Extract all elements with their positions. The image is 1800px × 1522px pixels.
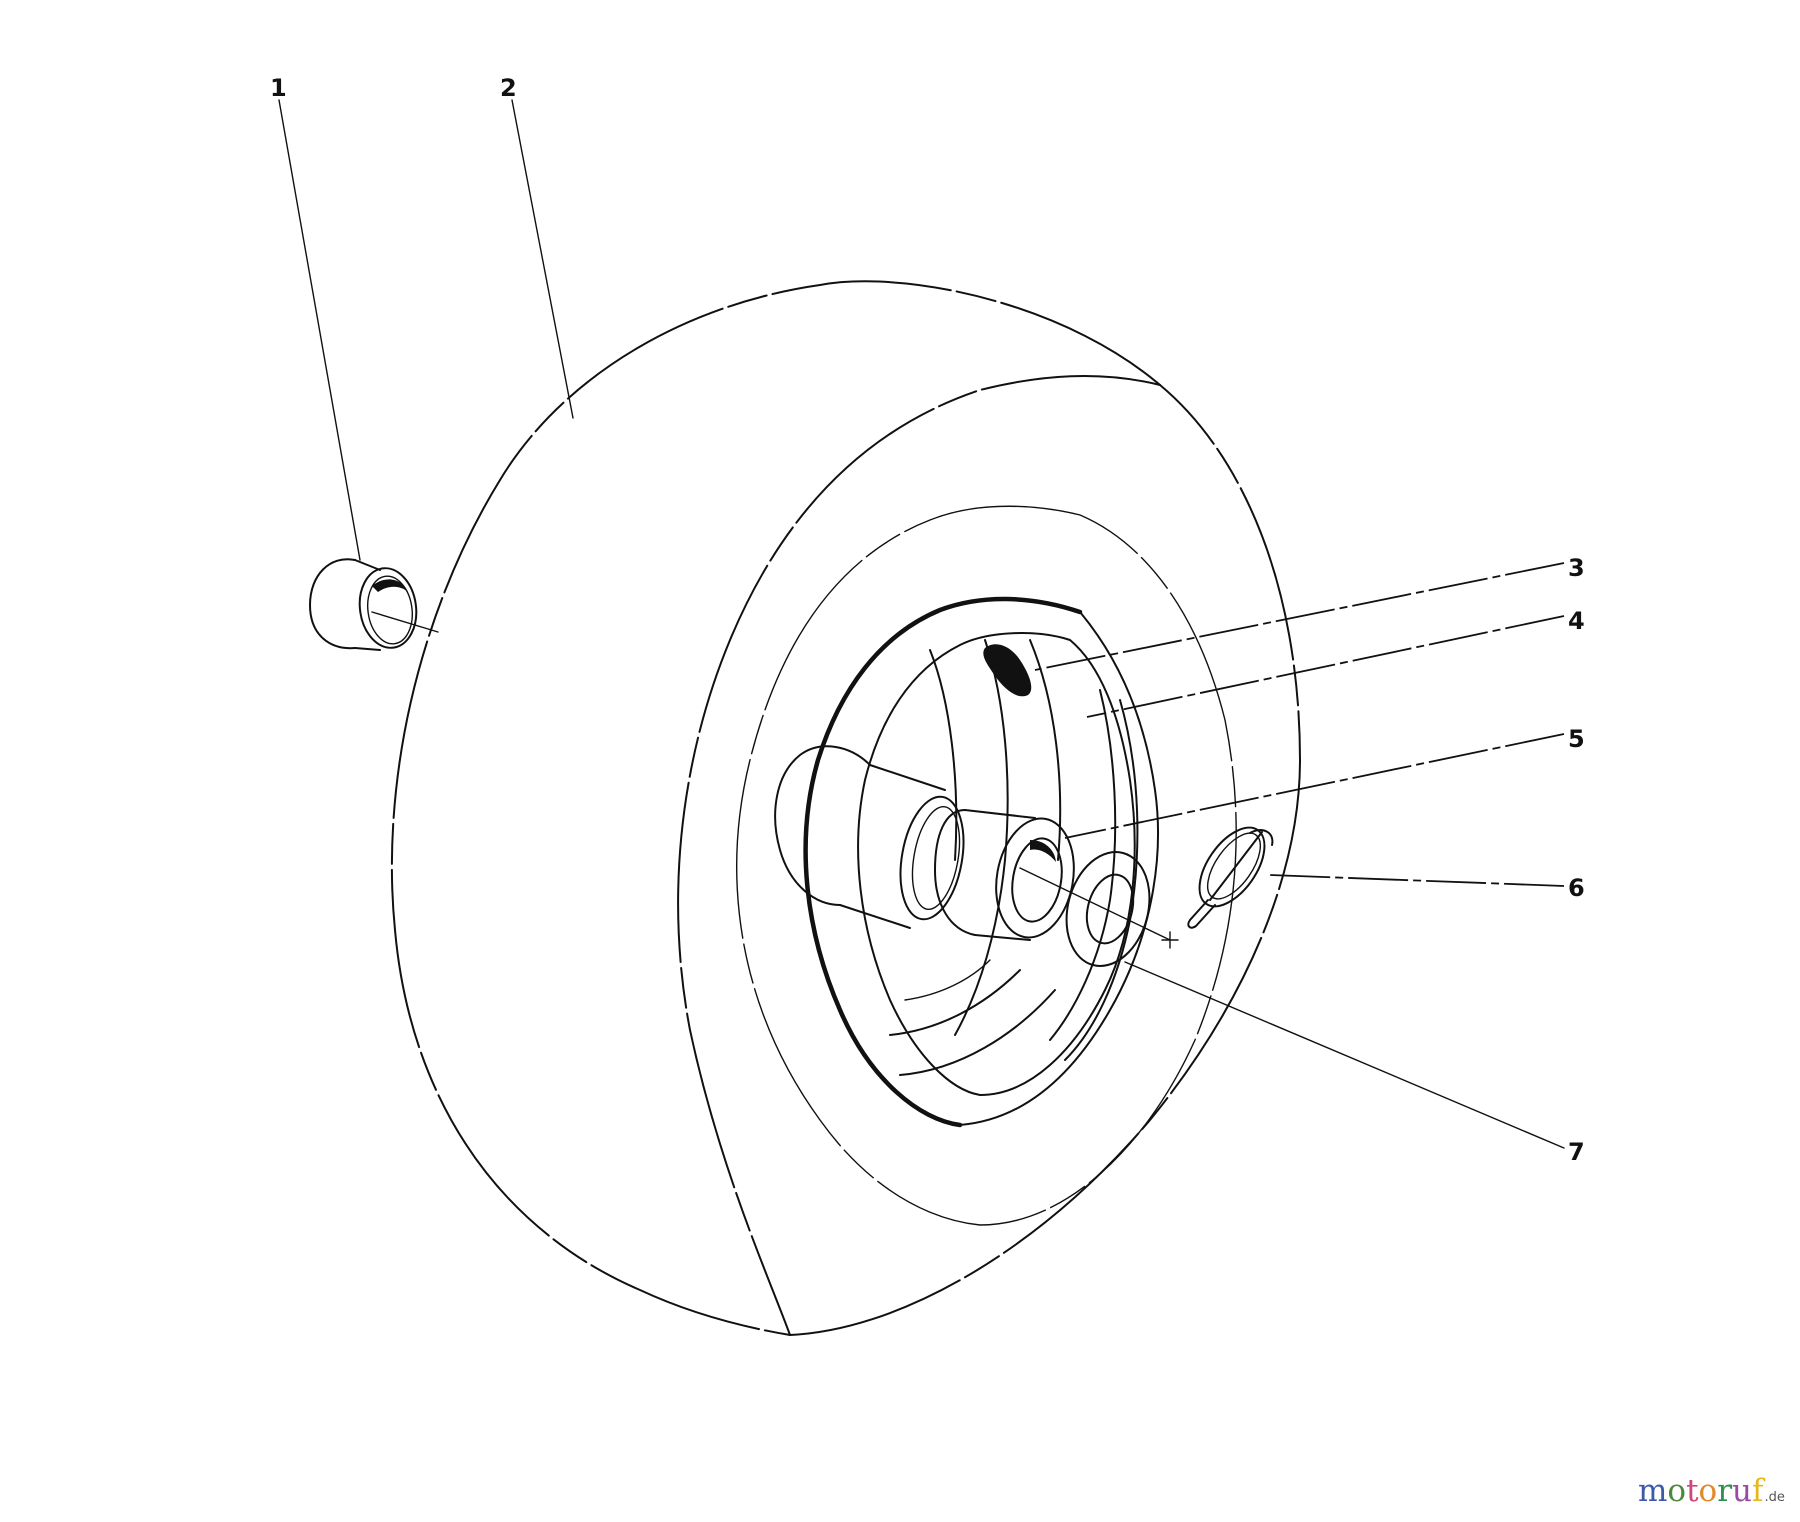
hub-tube: [774, 745, 965, 929]
leader-lines: [278, 99, 1565, 1149]
bushing: [308, 558, 439, 651]
wheel-rim: [803, 596, 1159, 1128]
callout-4: 4: [1568, 607, 1585, 635]
callout-7: 7: [1568, 1138, 1585, 1166]
callout-6: 6: [1568, 874, 1585, 902]
logo-letter-o: o: [1667, 1473, 1687, 1509]
leader-3: [1034, 562, 1565, 671]
logo-letter-m: m: [1638, 1473, 1668, 1509]
leader-4: [1086, 615, 1565, 718]
spacer-bushing: [933, 809, 1075, 941]
tire-outline: [390, 280, 1302, 1336]
axis-center-mark: [1161, 931, 1179, 949]
logo-letter-f: f: [1752, 1473, 1764, 1509]
logo-tld: .de: [1764, 1490, 1785, 1505]
logo-letter-u: u: [1732, 1473, 1753, 1509]
logo-letter-o2: o: [1698, 1473, 1718, 1509]
grease-fitting-shape: [983, 644, 1032, 697]
logo-letter-r: r: [1717, 1473, 1733, 1509]
leader-5: [1064, 733, 1565, 839]
logo-letter-t: t: [1686, 1473, 1699, 1509]
motoruf-watermark-logo[interactable]: motoruf.de: [1638, 1476, 1785, 1507]
leader-2: [511, 99, 574, 419]
callout-1: 1: [270, 74, 287, 102]
flat-washer: [1065, 851, 1151, 967]
leader-6: [1269, 874, 1565, 887]
callout-3: 3: [1568, 554, 1585, 582]
hairpin-cotter-pin: [1187, 826, 1274, 929]
callout-5: 5: [1568, 725, 1585, 753]
callout-2: 2: [500, 74, 517, 102]
leader-7: [1124, 961, 1565, 1149]
axis-centerline: [1019, 867, 1171, 941]
leader-1: [278, 99, 361, 561]
